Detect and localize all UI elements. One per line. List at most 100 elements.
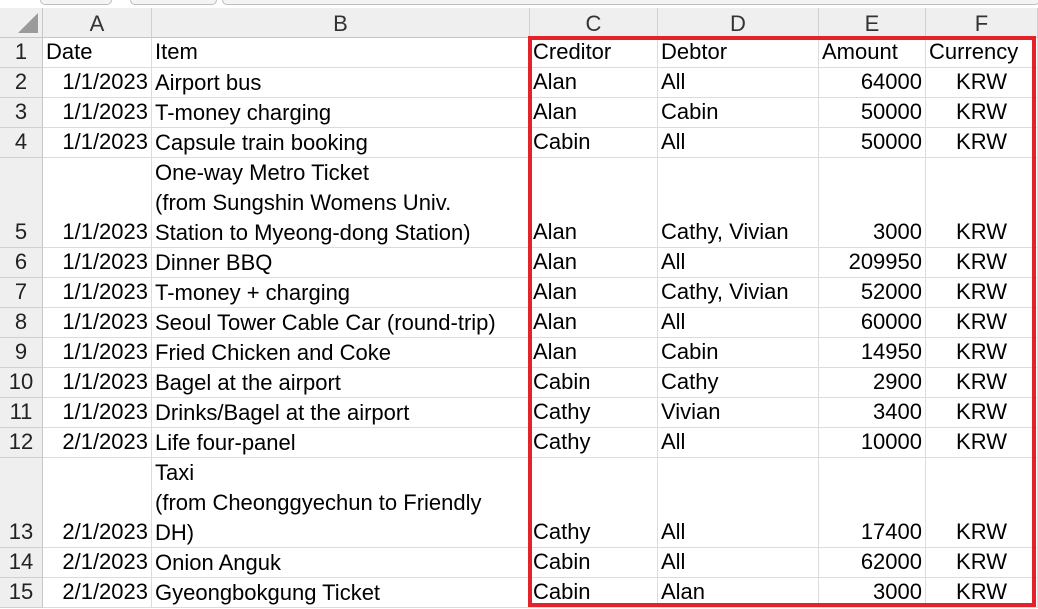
cell-debtor[interactable]: All <box>658 428 819 458</box>
cell-debtor[interactable]: All <box>658 308 819 338</box>
cell-currency[interactable]: KRW <box>926 338 1038 368</box>
cell-amount[interactable]: 50000 <box>819 128 926 158</box>
row-header[interactable]: 15 <box>0 578 43 608</box>
cell-item[interactable]: Gyeongbokgung Ticket <box>152 578 530 608</box>
cell-header-date[interactable]: Date <box>43 38 152 68</box>
cell-amount[interactable]: 64000 <box>819 68 926 98</box>
cell-debtor[interactable]: Cabin <box>658 98 819 128</box>
row-header[interactable]: 13 <box>0 458 43 548</box>
cell-creditor[interactable]: Cabin <box>530 548 658 578</box>
cell-creditor[interactable]: Alan <box>530 98 658 128</box>
cell-currency[interactable]: KRW <box>926 548 1038 578</box>
row-header[interactable]: 11 <box>0 398 43 428</box>
cell-amount[interactable]: 17400 <box>819 458 926 548</box>
cell-debtor[interactable]: Vivian <box>658 398 819 428</box>
cell-debtor[interactable]: All <box>658 128 819 158</box>
cell-creditor[interactable]: Alan <box>530 248 658 278</box>
row-header[interactable]: 14 <box>0 548 43 578</box>
row-header[interactable]: 6 <box>0 248 43 278</box>
cell-currency[interactable]: KRW <box>926 158 1038 248</box>
cell-creditor[interactable]: Cabin <box>530 578 658 608</box>
cell-debtor[interactable]: Cathy, Vivian <box>658 158 819 248</box>
cell-item[interactable]: Drinks/Bagel at the airport <box>152 398 530 428</box>
sheet-tab-stub[interactable] <box>40 0 112 5</box>
cell-creditor[interactable]: Cathy <box>530 398 658 428</box>
cell-debtor[interactable]: All <box>658 548 819 578</box>
row-header[interactable]: 4 <box>0 128 43 158</box>
cell-item[interactable]: T-money charging <box>152 98 530 128</box>
cell-header-currency[interactable]: Currency <box>926 38 1038 68</box>
cell-creditor[interactable]: Cathy <box>530 428 658 458</box>
cell-date[interactable]: 1/1/2023 <box>43 278 152 308</box>
row-header[interactable]: 10 <box>0 368 43 398</box>
cell-date[interactable]: 1/1/2023 <box>43 98 152 128</box>
cell-creditor[interactable]: Alan <box>530 338 658 368</box>
cell-amount[interactable]: 209950 <box>819 248 926 278</box>
cell-amount[interactable]: 14950 <box>819 338 926 368</box>
cell-creditor[interactable]: Alan <box>530 308 658 338</box>
cell-currency[interactable]: KRW <box>926 398 1038 428</box>
cell-currency[interactable]: KRW <box>926 98 1038 128</box>
cell-date[interactable]: 1/1/2023 <box>43 248 152 278</box>
cell-currency[interactable]: KRW <box>926 428 1038 458</box>
cell-creditor[interactable]: Alan <box>530 158 658 248</box>
column-header-c[interactable]: C <box>530 8 658 38</box>
cell-item[interactable]: Dinner BBQ <box>152 248 530 278</box>
cell-date[interactable]: 1/1/2023 <box>43 338 152 368</box>
cell-debtor[interactable]: All <box>658 458 819 548</box>
row-header[interactable]: 12 <box>0 428 43 458</box>
column-header-b[interactable]: B <box>152 8 530 38</box>
cell-date[interactable]: 2/1/2023 <box>43 458 152 548</box>
cell-date[interactable]: 1/1/2023 <box>43 158 152 248</box>
cell-creditor[interactable]: Alan <box>530 68 658 98</box>
cell-currency[interactable]: KRW <box>926 578 1038 608</box>
cell-currency[interactable]: KRW <box>926 68 1038 98</box>
cell-date[interactable]: 1/1/2023 <box>43 68 152 98</box>
cell-debtor[interactable]: Alan <box>658 578 819 608</box>
cell-amount[interactable]: 2900 <box>819 368 926 398</box>
cell-header-item[interactable]: Item <box>152 38 530 68</box>
cell-date[interactable]: 1/1/2023 <box>43 398 152 428</box>
row-header[interactable]: 5 <box>0 158 43 248</box>
row-header[interactable]: 8 <box>0 308 43 338</box>
column-header-e[interactable]: E <box>819 8 926 38</box>
cell-header-creditor[interactable]: Creditor <box>530 38 658 68</box>
cell-creditor[interactable]: Alan <box>530 278 658 308</box>
cell-currency[interactable]: KRW <box>926 128 1038 158</box>
cell-item[interactable]: Onion Anguk <box>152 548 530 578</box>
formula-bar-stub[interactable] <box>222 0 1038 5</box>
cell-item[interactable]: Life four-panel <box>152 428 530 458</box>
cell-header-debtor[interactable]: Debtor <box>658 38 819 68</box>
cell-debtor[interactable]: All <box>658 248 819 278</box>
cell-debtor[interactable]: Cathy <box>658 368 819 398</box>
cell-currency[interactable]: KRW <box>926 308 1038 338</box>
cell-date[interactable]: 2/1/2023 <box>43 548 152 578</box>
cell-currency[interactable]: KRW <box>926 458 1038 548</box>
cell-amount[interactable]: 60000 <box>819 308 926 338</box>
cell-item[interactable]: T-money + charging <box>152 278 530 308</box>
cell-date[interactable]: 1/1/2023 <box>43 368 152 398</box>
cell-item[interactable]: Capsule train booking <box>152 128 530 158</box>
row-header[interactable]: 3 <box>0 98 43 128</box>
row-header[interactable]: 2 <box>0 68 43 98</box>
cell-creditor[interactable]: Cabin <box>530 128 658 158</box>
cell-amount[interactable]: 62000 <box>819 548 926 578</box>
cell-amount[interactable]: 52000 <box>819 278 926 308</box>
cell-item[interactable]: Fried Chicken and Coke <box>152 338 530 368</box>
cell-header-amount[interactable]: Amount <box>819 38 926 68</box>
column-header-d[interactable]: D <box>658 8 819 38</box>
cell-item[interactable]: One-way Metro Ticket(from Sungshin Women… <box>152 158 530 248</box>
cell-amount[interactable]: 10000 <box>819 428 926 458</box>
cell-currency[interactable]: KRW <box>926 368 1038 398</box>
cell-creditor[interactable]: Cabin <box>530 368 658 398</box>
cell-item[interactable]: Airport bus <box>152 68 530 98</box>
row-header[interactable]: 7 <box>0 278 43 308</box>
row-header[interactable]: 9 <box>0 338 43 368</box>
cell-debtor[interactable]: Cabin <box>658 338 819 368</box>
cell-item[interactable]: Bagel at the airport <box>152 368 530 398</box>
sheet-tab-stub[interactable] <box>130 0 217 5</box>
column-header-a[interactable]: A <box>43 8 152 38</box>
cell-debtor[interactable]: All <box>658 68 819 98</box>
cell-amount[interactable]: 3000 <box>819 578 926 608</box>
